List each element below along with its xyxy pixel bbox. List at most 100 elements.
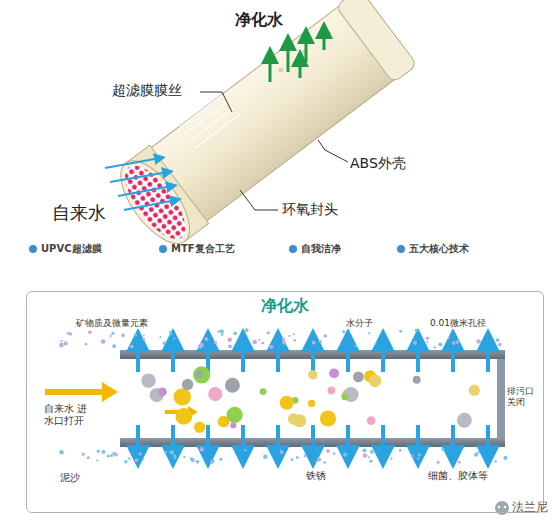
inlet-arrow [102,382,118,402]
water-arrow [346,340,350,372]
molecule [333,452,336,455]
molecule [219,458,222,461]
molecule [312,341,316,345]
molecule [163,342,166,345]
molecule [263,455,267,459]
molecule [169,331,172,334]
molecule [88,330,92,334]
note-label: 矿物质及微量元素 [76,318,148,329]
molecule [452,341,456,345]
molecule [101,450,105,454]
molecule [418,453,421,456]
molecule [503,456,507,460]
molecule [438,343,442,347]
water-arrow [206,340,210,372]
molecule [426,337,429,340]
particle [341,393,348,400]
cartridge [108,0,418,255]
molecule [282,341,286,345]
part-label: 净化水 [235,10,283,29]
molecule [87,456,90,459]
molecule [159,336,161,338]
molecule [368,332,370,334]
molecule [228,338,232,342]
molecule [317,457,321,461]
molecule [69,332,72,335]
particle [158,388,167,397]
feature-item: UPVC超滤膜 [41,243,102,255]
molecule [417,458,419,460]
feature-item: 五大核心技术 [409,243,469,255]
water-arrow [381,425,385,457]
molecule [258,339,260,341]
particle [208,387,222,401]
molecule [319,340,322,343]
molecule [143,334,145,336]
drain-closed [497,359,505,438]
molecule [342,330,345,333]
molecule [294,339,297,342]
particle [194,422,205,433]
molecule [173,454,175,456]
water-arrow [311,340,315,372]
molecule [217,330,219,332]
particle [457,413,472,428]
water-arrow [416,340,420,372]
water-arrow [276,340,280,372]
water-arrow [416,425,420,457]
particle [413,376,421,384]
water-arrow [136,340,140,372]
molecule [282,338,285,341]
water-arrow [241,425,245,457]
note-label: 细菌、胶体等 [428,470,488,482]
molecule [97,450,100,453]
molecule [304,454,307,457]
note-label: 泥沙 [60,472,80,484]
molecule [296,456,299,459]
molecule [245,328,249,332]
molecule [496,338,500,342]
molecule [368,456,370,458]
particle [174,388,191,405]
molecule [85,343,88,346]
water-arrow [486,425,490,457]
particle [369,374,382,387]
molecule [437,461,440,464]
molecule [267,331,270,334]
particle [367,416,376,425]
particle [469,385,480,396]
water-arrow [311,425,315,457]
particle [230,423,236,429]
particle [280,396,294,410]
molecule [82,453,85,456]
water-arrow [206,425,210,457]
molecule [112,452,115,455]
note-label: 自来水 进水口打开 [44,403,88,427]
molecule [288,335,290,337]
water-arrow [171,340,175,372]
particle [353,371,364,382]
molecule [111,332,114,335]
molecule [142,459,144,461]
note-label: 排污口关闭 [507,386,541,408]
particle [141,373,155,387]
particle [260,388,267,395]
molecule [210,460,214,464]
molecule [269,345,273,349]
water-arrow [136,425,140,457]
molecule [426,341,428,343]
molecule [169,450,173,454]
water-arrow [381,340,385,372]
particle [293,414,306,427]
molecule [214,341,217,344]
part-label: ABS外壳 [350,155,406,172]
molecule [316,461,318,463]
note-label: 0.01微米孔径 [430,318,486,329]
molecule [476,339,481,344]
molecule [107,454,110,457]
molecule [326,449,330,453]
molecule [411,454,414,457]
molecule [291,458,294,461]
molecule [112,344,116,348]
